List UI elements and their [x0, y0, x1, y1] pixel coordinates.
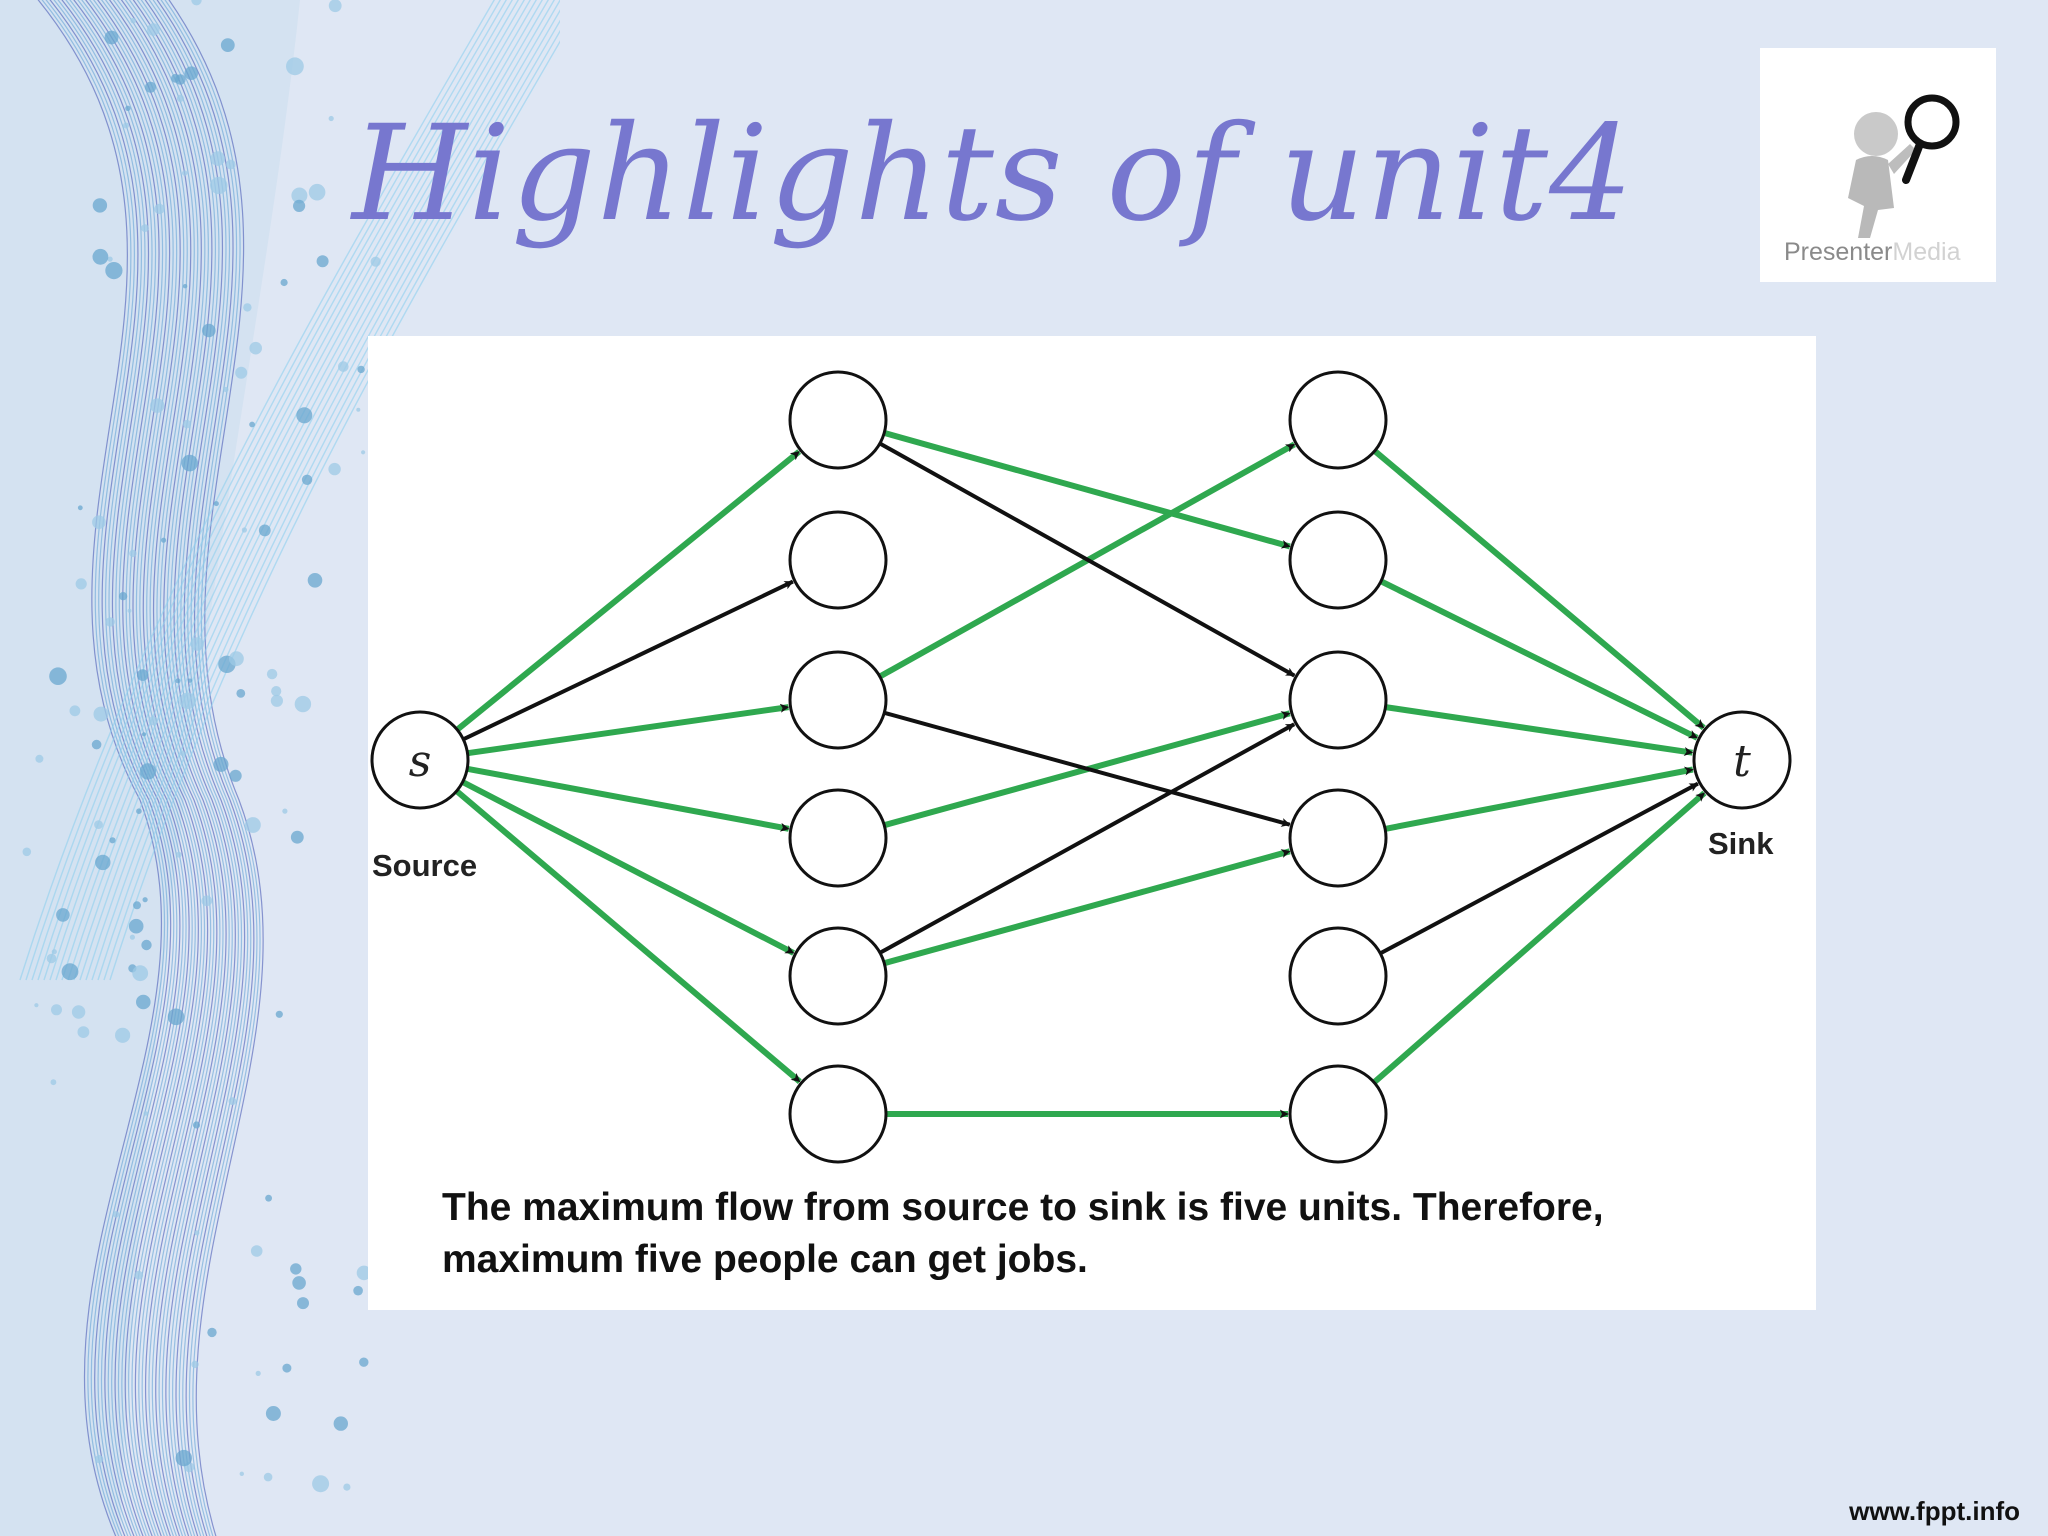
- edge-L5-R4: [883, 848, 1291, 967]
- slide-title: Highlights of unit4: [352, 97, 1635, 251]
- edge-R2-t: [1379, 578, 1699, 741]
- right-node-5: [1288, 926, 1388, 1026]
- caption-line-2: maximum five people can get jobs.: [442, 1238, 1088, 1281]
- bipartite-flow-diagram-panel: s Source t Sink The maximum flow from so…: [368, 336, 1816, 1310]
- left-node-3: [788, 650, 888, 750]
- edge-R1-t: [1372, 448, 1706, 731]
- right-node-4: [1288, 788, 1388, 888]
- logo-brand-part2: Media: [1892, 238, 1961, 266]
- presentermedia-logo: PresenterMedia: [1760, 48, 1996, 282]
- left-node-5: [788, 926, 888, 1026]
- sink-node: t: [1692, 710, 1792, 810]
- edge-s-L4: [466, 765, 790, 832]
- footer-url: www.fppt.info: [1849, 1496, 2020, 1526]
- right-node-1: [1288, 370, 1388, 470]
- sink-label: Sink: [1708, 826, 1774, 861]
- edge-R3-t: [1385, 704, 1694, 756]
- sink-node-circle: [1692, 710, 1792, 810]
- left-node-2: [788, 510, 888, 610]
- edge-L3-R4: [883, 710, 1291, 827]
- right-node-2: [1288, 510, 1388, 610]
- left-node-6: [788, 1064, 888, 1164]
- edge-L5-R3: [879, 722, 1296, 955]
- source-node-circle: [370, 710, 470, 810]
- right-node-6: [1288, 1064, 1388, 1164]
- flow-network-diagram: s Source t Sink: [370, 370, 1792, 1164]
- edge-s-L5: [461, 779, 795, 956]
- edge-s-L2: [462, 579, 794, 742]
- left-node-1: [788, 370, 888, 470]
- edge-R5-t: [1379, 781, 1699, 956]
- edge-s-L6: [454, 788, 802, 1084]
- edge-s-L3: [467, 703, 790, 757]
- edge-L1-R2: [883, 430, 1291, 550]
- decorative-wave-background: [0, 0, 560, 1536]
- source-node: s: [370, 710, 470, 810]
- edge-s-L1: [455, 449, 802, 733]
- edges-layer: [454, 430, 1707, 1119]
- source-label: Source: [372, 848, 477, 883]
- right-node-3: [1288, 650, 1388, 750]
- figure-with-magnifier-icon: [1848, 94, 1960, 238]
- edge-R4-t: [1384, 766, 1694, 832]
- left-node-4: [788, 788, 888, 888]
- logo-brand-part1: Presenter: [1784, 238, 1893, 266]
- nodes-layer: s Source t Sink: [370, 370, 1792, 1164]
- diagram-caption: The maximum flow from source to sink is …: [442, 1182, 1782, 1286]
- logo-brand-text: PresenterMedia: [1784, 238, 1960, 267]
- edge-R6-t: [1372, 790, 1707, 1085]
- edge-L1-R3: [878, 441, 1296, 678]
- caption-line-1: The maximum flow from source to sink is …: [442, 1186, 1604, 1229]
- sink-node-symbol: t: [1733, 736, 1751, 787]
- source-node-symbol: s: [409, 736, 432, 787]
